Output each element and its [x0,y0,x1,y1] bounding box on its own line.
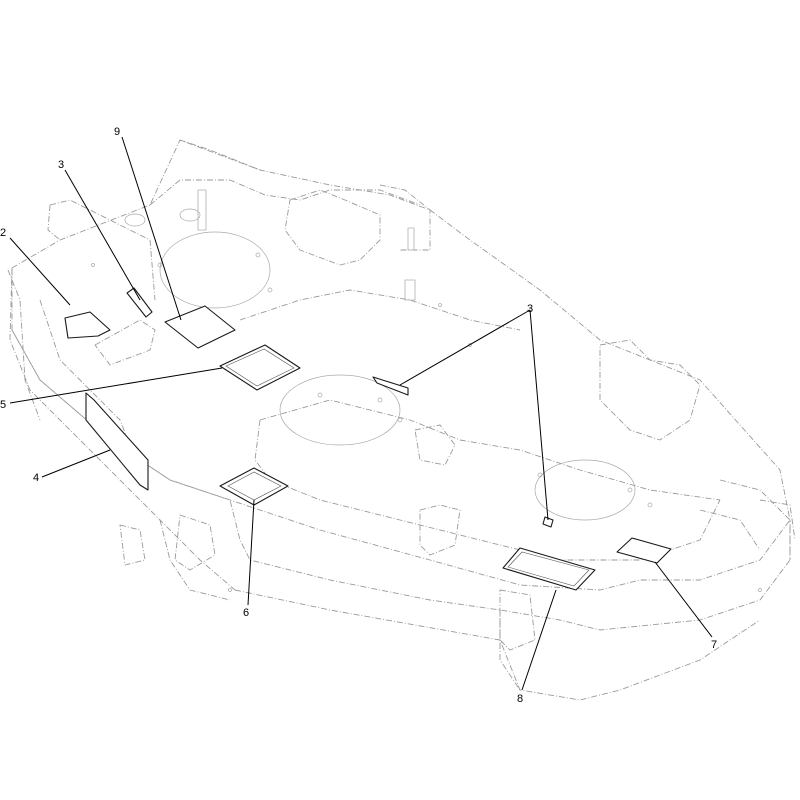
callout-7: 7 [711,639,717,651]
spindle-openings [91,208,762,592]
decal-5 [219,344,301,391]
leader-lines [9,136,713,691]
decal-3-left [126,287,153,318]
callout-3-right: 3 [527,303,533,315]
decal-9 [164,305,236,349]
callout-5: 5 [0,399,6,411]
callout-8: 8 [517,693,523,705]
callout-2: 2 [0,227,6,239]
decals [64,287,672,591]
mower-deck-outline [7,139,796,701]
callout-9: 9 [114,126,120,138]
callout-3-left: 3 [58,159,64,171]
decal-6 [219,467,289,506]
decal-4 [85,392,149,491]
decal-8 [502,547,596,591]
decal-7 [616,537,672,564]
callout-labels: 9 3 2 3 5 4 6 7 8 [0,126,717,705]
decal-3-right [542,516,554,528]
callout-4: 4 [33,472,39,484]
decal-2 [64,311,111,339]
callout-6: 6 [243,607,249,619]
decal-3-center [372,376,409,396]
